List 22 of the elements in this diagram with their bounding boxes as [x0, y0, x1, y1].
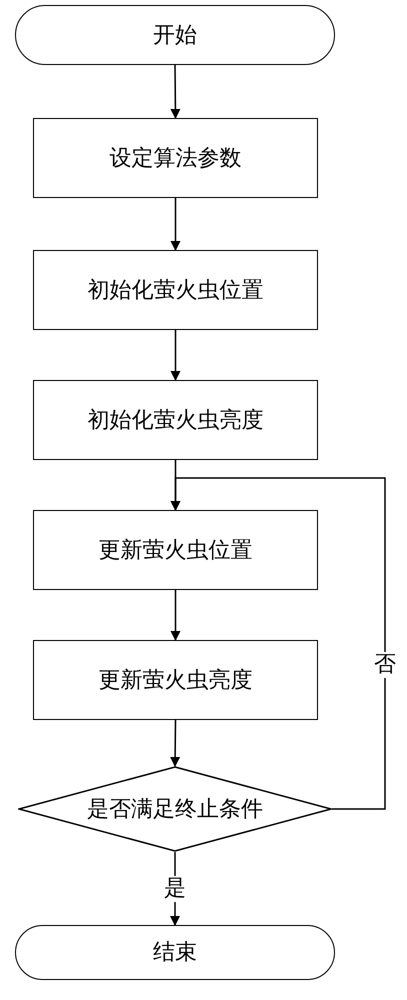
- edge-label: 是: [163, 876, 187, 902]
- process-box: [33, 640, 318, 720]
- node-label: 开始: [153, 22, 197, 50]
- edge-label: 否: [373, 652, 397, 678]
- node-label: 结束: [153, 939, 197, 967]
- process-box: [33, 510, 318, 590]
- arrow: [170, 198, 180, 251]
- node-label: 初始化萤火虫亮度: [88, 406, 264, 434]
- process-box: [33, 250, 318, 330]
- node-label: 更新萤火虫位置: [98, 536, 252, 564]
- node-label: 初始化萤火虫位置: [88, 276, 264, 304]
- node-label: 更新萤火虫亮度: [98, 666, 252, 694]
- node-label: 设定算法参数: [110, 144, 242, 172]
- process-box: [33, 380, 318, 460]
- arrow: [170, 330, 180, 381]
- decision-diamond: [18, 766, 332, 852]
- process-box: [33, 118, 318, 198]
- arrow: [170, 720, 180, 767]
- arrow: [170, 477, 386, 810]
- node-label: 是否满足终止条件: [87, 796, 263, 824]
- arrow: [170, 590, 180, 641]
- arrow: [170, 65, 180, 119]
